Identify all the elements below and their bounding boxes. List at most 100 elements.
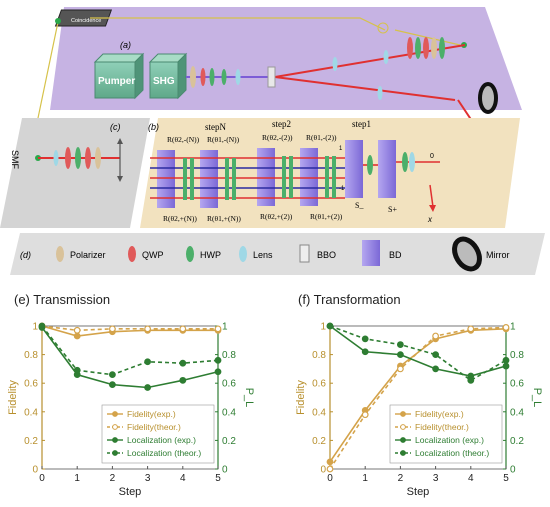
chart-0-point — [108, 325, 116, 333]
chart-transformation: (f) Transformation00.20.40.60.8100.20.40… — [295, 292, 543, 498]
bd-22 — [300, 148, 318, 206]
chart-0-left-tick-label: 0.6 — [24, 379, 38, 390]
lens-legend-icon — [239, 246, 247, 262]
chart-1-point — [397, 365, 404, 373]
chart-1-point — [326, 458, 334, 466]
chart-1-legend-label: Localization (exp.) — [415, 435, 484, 445]
chart-0-legend-label: Localization (exp.) — [127, 435, 196, 445]
chart-1-left-tick-label: 0 — [320, 465, 326, 476]
s-plus-label: S+ — [388, 205, 397, 214]
x-axis-arrow — [429, 184, 434, 208]
rot-bottom-4: R(θ1,+(2)) — [310, 212, 343, 221]
chart-1-point — [432, 365, 440, 373]
chart-0-right-tick-label: 0.2 — [222, 436, 236, 447]
chart-0-point — [179, 359, 187, 367]
legend-mirror: Mirror — [486, 250, 510, 260]
chart-0-legend-label: Fidelity(theor.) — [127, 422, 181, 432]
chart-0-right-tick-label: 1 — [222, 322, 228, 333]
rot-top-1: R(θ2,-(N)) — [167, 135, 200, 144]
chart-1-right-tick-label: 1 — [510, 322, 516, 333]
chart-0-series-line-0 — [41, 325, 218, 337]
panel-b: (b) stepN step2 step1 R(θ2,-(N)) R(θ1,-(… — [140, 118, 520, 228]
chart-1-x-tick-label: 0 — [327, 473, 333, 484]
chart-1-point — [361, 335, 369, 343]
chart-1-left-tick-label: 0.8 — [312, 350, 326, 361]
chart-1-x-tick-label: 2 — [398, 473, 404, 484]
panel-b-background — [140, 118, 520, 228]
rot-bottom-3: R(θ2,+(2)) — [260, 212, 293, 221]
legend-bd: BD — [389, 250, 402, 260]
fiber-loop — [377, 22, 389, 34]
chart-1-legend-label: Fidelity(theor.) — [415, 422, 469, 432]
chart-0-x-tick-label: 2 — [110, 473, 116, 484]
rot-top-4: R(θ1,-(2)) — [306, 133, 337, 142]
chart-0-point — [73, 366, 81, 374]
chart-0-left-tick-label: 0.4 — [24, 407, 38, 418]
chart-1-left-tick-label: 0.4 — [312, 407, 326, 418]
chart-1-x-tick-label: 4 — [468, 473, 474, 484]
bd-n1 — [157, 150, 175, 208]
panel-b-label: (b) — [148, 122, 159, 132]
chart-1-point — [502, 324, 510, 331]
coincidence-label: Coincidence — [71, 18, 101, 24]
chart-0-title: (e) Transmission — [14, 292, 110, 307]
chart-1-xlabel: Step — [407, 486, 430, 498]
chart-0-left-tick-label: 0.8 — [24, 350, 38, 361]
smf-label: SMF — [10, 150, 20, 170]
chart-0-right-tick-label: 0.4 — [222, 407, 236, 418]
fiber-coupler-1 — [55, 18, 61, 24]
chart-1-x-tick-label: 3 — [433, 473, 439, 484]
chart-1-legend-label: Fidelity(exp.) — [415, 409, 464, 419]
chart-0-ylabel-right: P_L — [243, 388, 255, 408]
panel-d-label: (d) — [20, 250, 31, 260]
bd-21 — [257, 148, 275, 206]
chart-1-point — [397, 341, 404, 348]
legend-hwp: HWP — [200, 250, 221, 260]
panel-d-background — [10, 233, 545, 275]
chart-0-xlabel: Step — [119, 486, 142, 498]
chart-0-x-tick-label: 0 — [39, 473, 45, 484]
chart-0-point — [179, 325, 187, 333]
chart-1-left-tick-label: 1 — [320, 322, 326, 333]
chart-0-point — [108, 381, 116, 389]
chart-1-title: (f) Transformation — [298, 292, 401, 307]
chart-0-right-tick-label: 0 — [222, 465, 228, 476]
chart-0-point — [144, 384, 152, 391]
legend-bbo: BBO — [317, 250, 336, 260]
chart-1-point — [361, 348, 369, 356]
chart-1-x-tick-label: 1 — [362, 473, 368, 484]
chart-0-x-tick-label: 1 — [74, 473, 80, 484]
chart-0-right-tick-label: 0.6 — [222, 379, 236, 390]
rot-top-2: R(θ1,-(N)) — [207, 135, 240, 144]
panel-a-label: (a) — [120, 40, 131, 50]
x-axis-label: x — [427, 215, 433, 224]
chart-0-series-line-3 — [41, 325, 219, 376]
shg-label: SHG — [153, 76, 175, 87]
chart-0-x-tick-label: 5 — [215, 473, 221, 484]
legend-polarizer: Polarizer — [70, 250, 106, 260]
chart-0-x-tick-label: 4 — [180, 473, 186, 484]
legend-lens: Lens — [253, 250, 273, 260]
chart-1-right-tick-label: 0.8 — [510, 350, 524, 361]
chart-1-point — [326, 465, 334, 473]
rot-bottom-1: R(θ2,+(N)) — [163, 214, 197, 223]
position-one-label: 1 — [339, 146, 343, 152]
chart-0-point — [38, 322, 46, 330]
chart-1-point — [502, 362, 510, 370]
mirror-legend-icon — [452, 236, 482, 272]
fiber-line-right — [394, 29, 461, 46]
panel-c-label: (c) — [110, 122, 121, 132]
step-2-label: step2 — [272, 119, 291, 129]
position-zero-label: 0 — [430, 153, 434, 160]
chart-1-point — [432, 332, 440, 340]
bbo-legend-icon — [299, 244, 310, 263]
chart-0-legend-label: Fidelity(exp.) — [127, 409, 176, 419]
chart-1-ylabel-right: P_L — [531, 388, 543, 408]
chart-0-left-tick-label: 1 — [32, 322, 38, 333]
chart-0-point — [73, 326, 81, 334]
chart-0-point — [108, 371, 116, 379]
pumper-label: Pumper — [98, 76, 135, 87]
chart-0-x-tick-label: 3 — [145, 473, 151, 484]
polarizer-1 — [190, 66, 196, 88]
